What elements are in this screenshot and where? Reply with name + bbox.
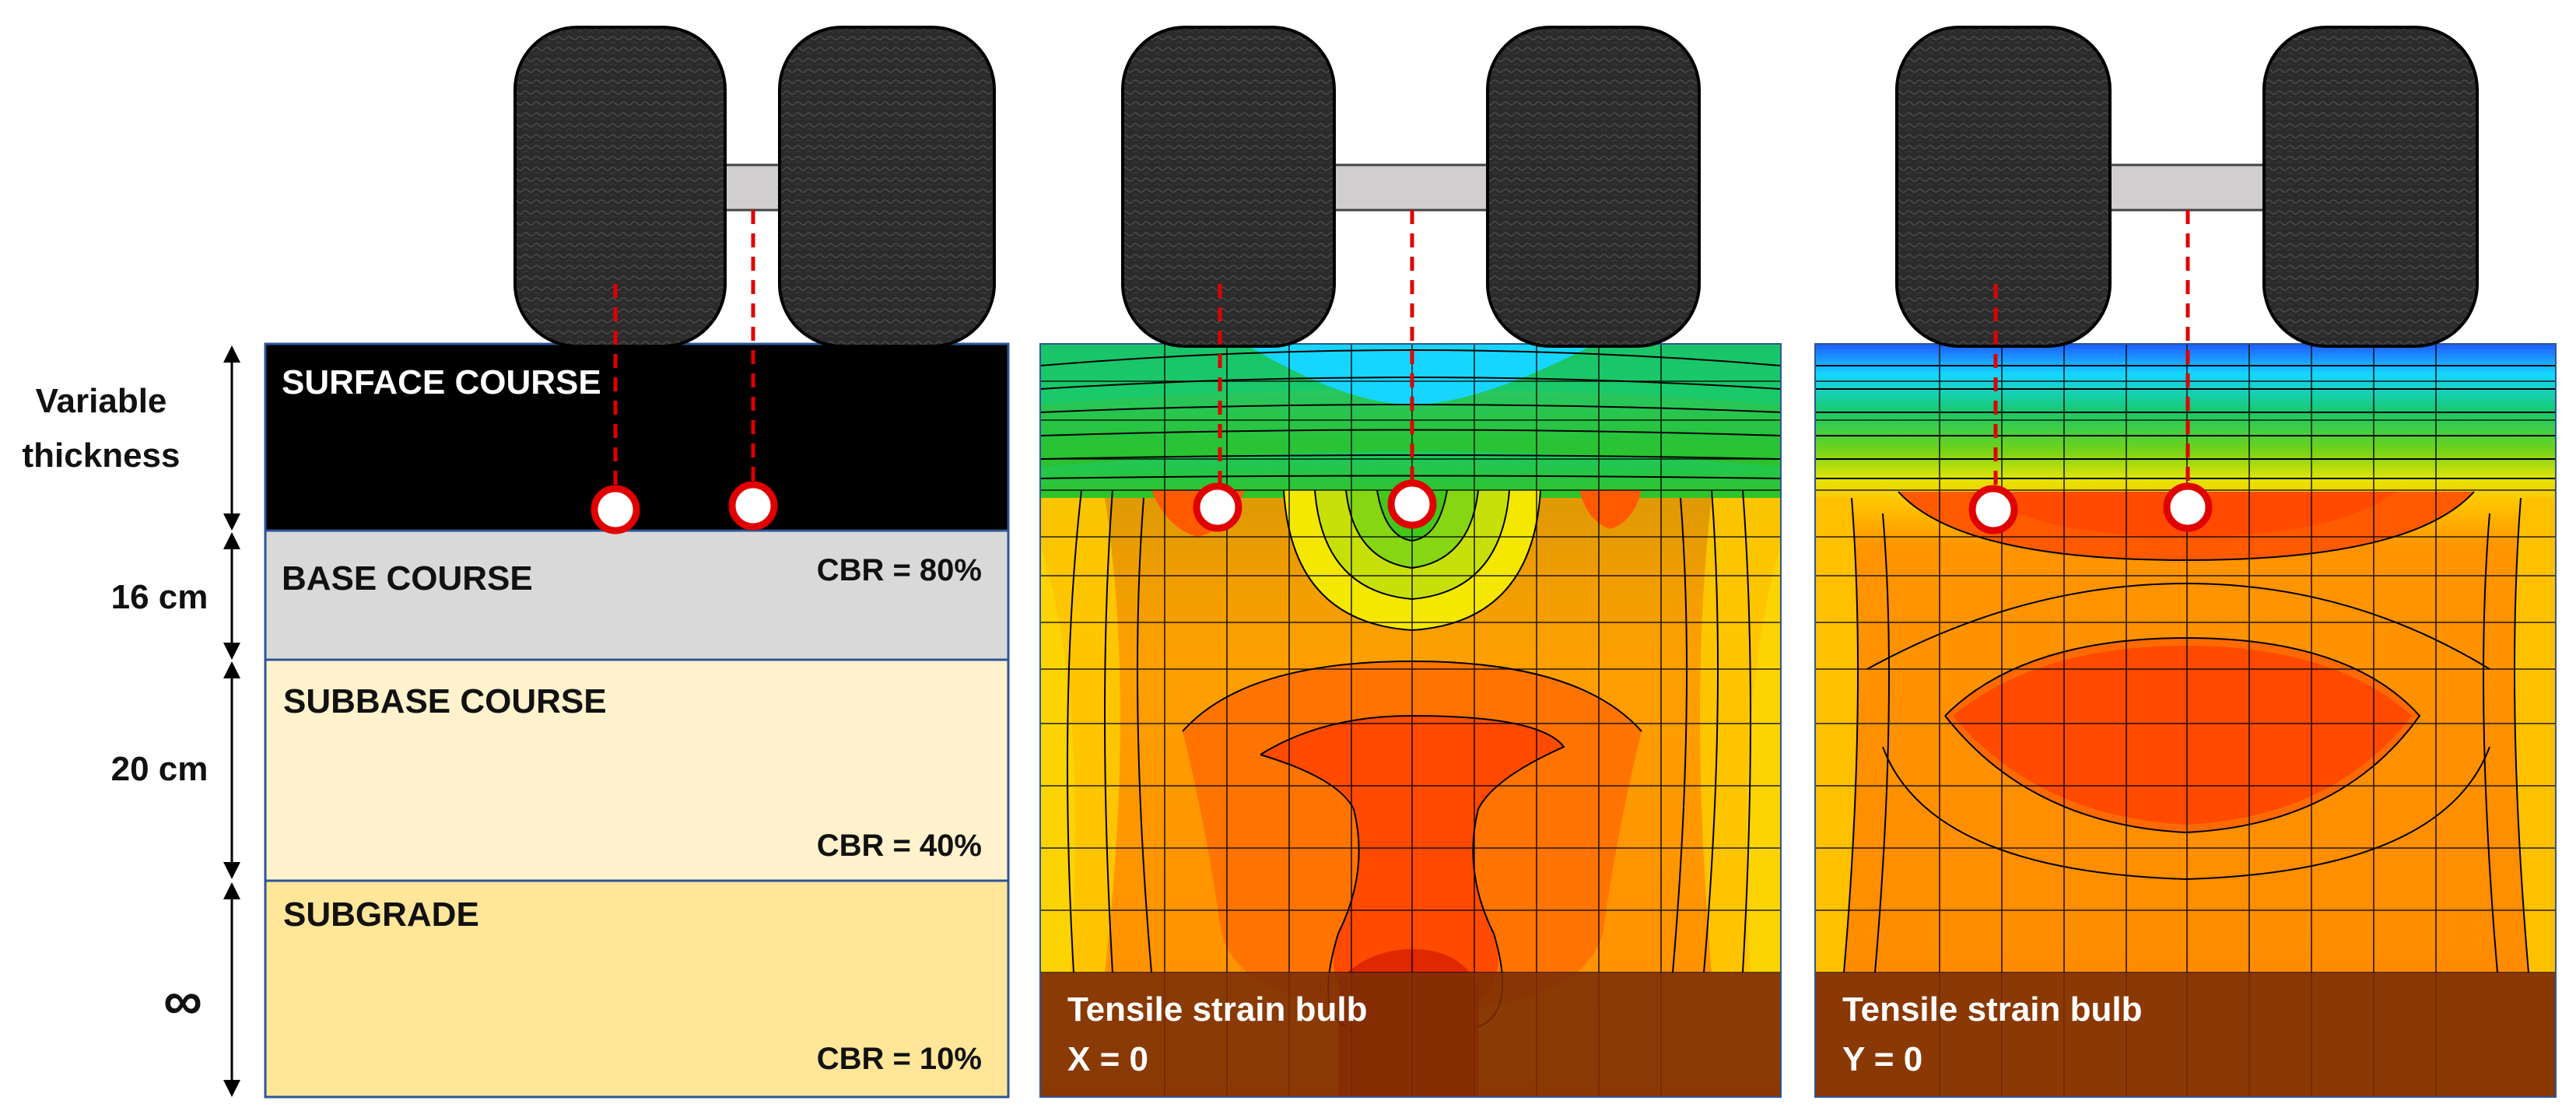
subgrade-label: SUBGRADE [283, 895, 479, 934]
axle-icon [1330, 163, 1495, 212]
subgrade-cbr: CBR = 10% [817, 1042, 982, 1076]
panel-x-caption-line1: Tensile strain bulb [1067, 990, 1367, 1029]
strain-gauge-marker-icon [728, 481, 778, 531]
subbase-course-layer [264, 658, 1010, 882]
tire-icon [1121, 26, 1336, 348]
layer-stack: SURFACE COURSE BASE COURSE CBR = 80% SUB… [264, 342, 1010, 1099]
caption-band-x [1040, 973, 1781, 1097]
subgrade-thickness-label: ∞ [163, 970, 202, 1031]
dual-wheel-assembly-1 [513, 26, 996, 534]
strain-contour-panel-x [1040, 344, 1781, 1097]
tire-icon [2262, 26, 2479, 348]
surface-thickness-label-line2: thickness [23, 436, 180, 475]
tire-icon [1895, 26, 2112, 348]
subgrade-layer [264, 879, 1010, 1099]
tire-icon [778, 26, 996, 348]
subbase-course-label: SUBBASE COURSE [283, 682, 607, 720]
base-course-cbr: CBR = 80% [817, 553, 982, 587]
base-thickness-label: 16 cm [111, 578, 209, 616]
surface-course-label: SURFACE COURSE [282, 363, 601, 401]
panel-y-caption-line1: Tensile strain bulb [1842, 990, 2142, 1029]
dual-wheel-assembly-3 [1895, 26, 2479, 534]
axle-icon [722, 163, 783, 212]
caption-band-y [1815, 973, 2556, 1097]
panel-x-caption-line2: X = 0 [1067, 1040, 1148, 1078]
strain-gauge-marker-icon [1387, 479, 1437, 529]
subbase-course-cbr: CBR = 40% [817, 829, 982, 863]
strain-gauge-marker-icon [591, 485, 640, 534]
dimension-arrow-icon [223, 345, 240, 1097]
dual-wheel-assembly-2 [1121, 26, 1701, 532]
strain-gauge-marker-icon [1193, 482, 1242, 532]
panel-y-caption-line2: Y = 0 [1842, 1040, 1922, 1078]
surface-thickness-label-line1: Variable [36, 382, 167, 420]
base-course-label: BASE COURSE [282, 559, 533, 598]
tire-icon [1486, 26, 1701, 348]
tire-icon [513, 26, 727, 348]
strain-gauge-marker-icon [2163, 482, 2213, 532]
strain-contour-panel-y [1815, 344, 2556, 1097]
axle-icon [2107, 163, 2270, 212]
strain-gauge-marker-icon [1968, 485, 2018, 534]
subbase-thickness-label: 20 cm [111, 750, 209, 788]
dimension-column: Variable thickness 16 cm 20 cm ∞ [23, 345, 240, 1097]
